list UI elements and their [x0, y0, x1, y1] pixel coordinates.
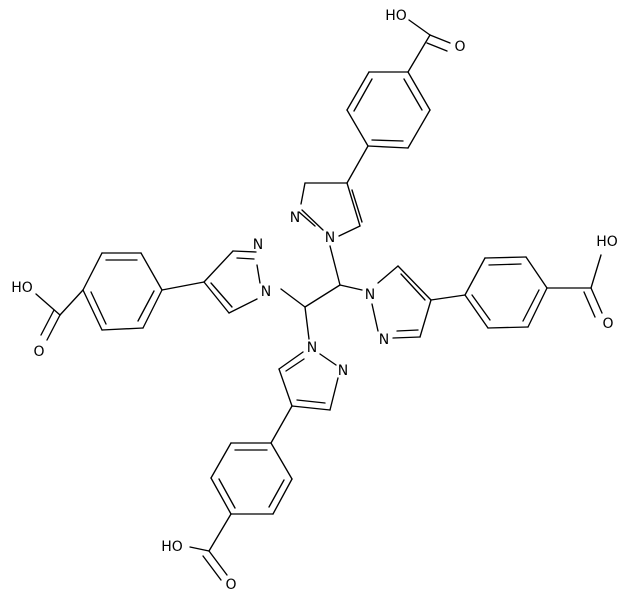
right-pyrazole-ring: [371, 265, 432, 339]
oxygen-label: O: [33, 344, 44, 360]
nitrogen-label: N: [379, 332, 389, 348]
hydroxyl-label: HO: [161, 539, 183, 555]
left-carboxylic-acid: [35, 289, 84, 341]
top-benzene-ring: [346, 71, 431, 184]
bottom-pyrazole-ring: [278, 351, 339, 411]
nitrogen-label: N: [290, 210, 300, 226]
nitrogen-label: N: [307, 340, 317, 356]
hydroxyl-label: HO: [385, 8, 407, 24]
oxygen-label: O: [225, 577, 236, 593]
nitrogen-label: N: [325, 230, 335, 246]
left-benzene-ring: [82, 252, 205, 331]
hydroxyl-label: HO: [11, 280, 33, 296]
nitrogen-label: N: [261, 284, 271, 300]
ethane-core: [280, 245, 363, 340]
nitrogen-label: N: [338, 363, 348, 379]
oxygen-label: O: [602, 316, 613, 332]
bottom-carboxylic-acid: [189, 513, 232, 581]
bottom-benzene-ring: [210, 405, 293, 515]
top-pyrazole-ring: [298, 182, 363, 237]
nitrogen-label: N: [365, 287, 375, 303]
left-pyrazole-ring: [203, 250, 261, 314]
right-benzene-ring: [430, 256, 548, 329]
top-carboxylic-acid: [407, 19, 451, 73]
oxygen-label: O: [454, 39, 465, 55]
hydroxyl-label: HO: [596, 234, 618, 250]
right-carboxylic-acid: [546, 254, 603, 318]
nitrogen-label: N: [253, 237, 263, 253]
